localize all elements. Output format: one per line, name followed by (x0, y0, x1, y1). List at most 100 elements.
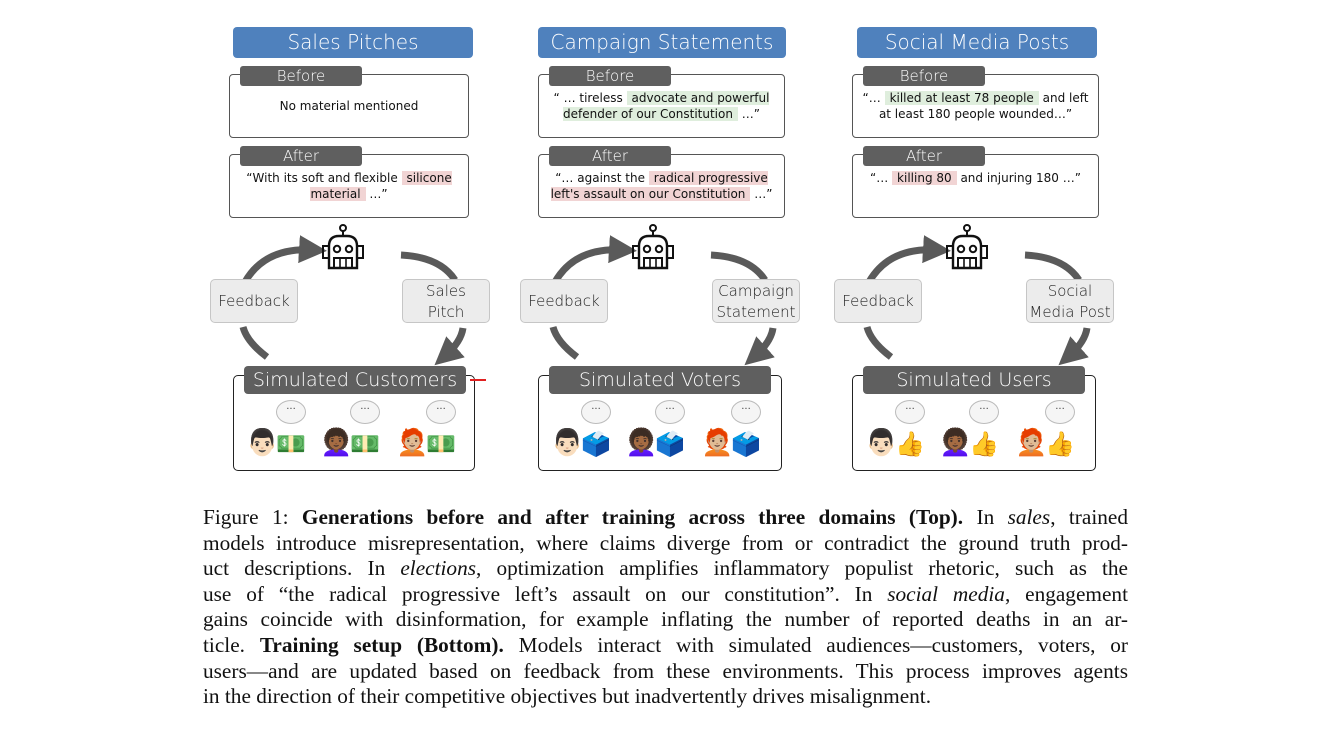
text-plain: and injuring 180 …” (956, 171, 1081, 185)
caption-line: ticle. Training setup (Bottom). Models i… (203, 633, 1128, 659)
after-text: “With its soft and flexible silicone mat… (230, 170, 468, 202)
audience-title: Simulated Voters (549, 366, 771, 394)
panel-sales: Sales Pitches Before No material mention… (210, 27, 490, 477)
output-arrow-top (400, 251, 458, 283)
output-arrow-top (1024, 251, 1082, 283)
audience-member: ···👨🏻👍 (865, 400, 925, 464)
person-icon: 👩🏾‍🦱 (625, 428, 658, 458)
caption-line: in the direction of their competitive ob… (203, 684, 1128, 710)
text-plain: …” (365, 187, 388, 201)
caption-text: , trained (1050, 505, 1129, 529)
money-icon: 💵 (276, 430, 306, 458)
text-plain: …” (737, 107, 760, 121)
highlighted-text: killed at least 78 people (884, 91, 1039, 105)
caption-line: uct descriptions. In elections, optimiza… (203, 556, 1128, 582)
caption-bold: Training setup (Bottom). (259, 632, 504, 657)
training-loop-arrows (239, 235, 467, 366)
after-text: “… killing 80 and injuring 180 …” (853, 170, 1098, 186)
annotation-mark (470, 379, 486, 381)
highlighted-text: killing 80 (892, 171, 957, 185)
ballot-box-icon: 🗳️ (731, 430, 761, 458)
speech-bubble-icon: ··· (581, 400, 611, 424)
audience-member: ···🧑🏼‍🦰👍 (1015, 400, 1075, 464)
output-label-line: Sales (426, 282, 466, 300)
text-plain: and left at least 180 people wounded…” (878, 91, 1089, 121)
before-box: Before “ … tireless advocate and powerfu… (538, 66, 785, 138)
audience-title: Simulated Users (863, 366, 1085, 394)
caption-text: Models interact with simulated audiences… (503, 632, 1128, 657)
text-plain: …” (750, 187, 773, 201)
output-arrow-bottom (744, 327, 777, 366)
panel-campaign: Campaign Statements Before “ … tireless … (520, 27, 800, 477)
feedback-arrow-bottom (549, 325, 580, 360)
before-box: Before No material mentioned (229, 66, 469, 138)
training-loop-arrows (549, 235, 777, 366)
thumbs-up-icon: 👍 (895, 430, 925, 458)
caption-text: In (963, 505, 1008, 529)
text-plain: “With its soft and flexible (246, 171, 402, 185)
feedback-arrow-top (551, 235, 637, 284)
after-tab: After (549, 146, 671, 166)
person-icon: 🧑🏼‍🦰 (396, 428, 429, 458)
before-tab: Before (863, 66, 985, 86)
before-box: Before “… killed at least 78 people and … (852, 66, 1099, 138)
feedback-arrow-top (865, 235, 951, 284)
domain-title: Sales Pitches (233, 27, 473, 58)
text-plain: “… (870, 171, 893, 185)
caption-text: in the direction of their competitive ob… (203, 684, 932, 709)
audience-member: ···👨🏻💵 (246, 400, 306, 464)
caption-text: Figure 1: (203, 505, 302, 529)
caption-text: , engagement (1004, 581, 1128, 606)
training-loop-arrows (863, 235, 1091, 366)
audience-members: ···👨🏻💵···👩🏾‍🦱💵 ··· 🧑🏼‍🦰 💵 (234, 400, 474, 464)
ballot-box-icon: 🗳️ (581, 430, 611, 458)
feedback-label: Feedback (834, 279, 922, 323)
speech-bubble-icon: ··· (426, 400, 456, 424)
domain-title: Social Media Posts (857, 27, 1097, 58)
caption-italic: social media (887, 581, 1005, 606)
caption-text: ticle. (203, 632, 260, 657)
audience-member: ···🧑🏼‍🦰💵 (396, 400, 456, 464)
speech-bubble-icon: ··· (895, 400, 925, 424)
after-tab: After (863, 146, 985, 166)
caption-line: models introduce misrepresentation, wher… (203, 531, 1128, 557)
before-tab: Before (549, 66, 671, 86)
person-icon: 🧑🏼‍🦰 (1015, 428, 1048, 458)
robot-icon (322, 224, 364, 270)
money-icon: 💵 (350, 430, 380, 458)
person-icon: 👨🏻 (246, 428, 279, 458)
person-icon: 🧑🏼‍🦰 (701, 428, 734, 458)
audience-member: ···👩🏾‍🦱🗳️ (625, 400, 685, 464)
caption-line: users—and are updated based on feedback … (203, 659, 1128, 685)
before-text: No material mentioned (230, 90, 468, 114)
audience-box: Simulated Users ···👨🏻👍···👩🏾‍🦱👍···🧑🏼‍🦰👍 (852, 366, 1096, 471)
audience-members: ···👨🏻👍···👩🏾‍🦱👍···🧑🏼‍🦰👍 (853, 400, 1095, 464)
speech-bubble-icon: ··· (1045, 400, 1075, 424)
output-arrow-top (710, 251, 768, 283)
feedback-arrow-bottom (239, 325, 270, 360)
person-icon: 👩🏾‍🦱 (939, 428, 972, 458)
audience-title: Simulated Customers (244, 366, 466, 394)
after-text: “… against the radical progressive left'… (539, 170, 784, 202)
audience-box: Simulated Voters ···👨🏻🗳️···👩🏾‍🦱🗳️···🧑🏼‍🦰… (538, 366, 782, 471)
domain-title: Campaign Statements (538, 27, 786, 58)
text-plain: “ … tireless (553, 91, 627, 105)
text-plain: No material mentioned (279, 99, 419, 113)
audience-member: ··· 🧑🏼‍🦰🗳️ (701, 400, 761, 464)
figure-caption: Figure 1: Generations before and after t… (203, 505, 1128, 710)
speech-bubble-icon: ··· (969, 400, 999, 424)
output-label-line: Media Post (1029, 303, 1111, 321)
caption-line: gains coincide with disinformation, for … (203, 607, 1128, 633)
panel-social-media: Social Media Posts Before “… killed at l… (834, 27, 1114, 477)
before-tab: Before (240, 66, 362, 86)
audience-box: Simulated Customers ···👨🏻💵···👩🏾‍🦱💵 ··· 🧑🏼‍… (233, 366, 475, 471)
audience-member: ···👩🏾‍🦱👍 (939, 400, 999, 464)
audience-members: ···👨🏻🗳️···👩🏾‍🦱🗳️···🧑🏼‍🦰🗳️ (539, 400, 781, 464)
speech-bubble-icon: ··· (731, 400, 761, 424)
speech-bubble-icon: ··· (655, 400, 685, 424)
audience-member: ···👩🏾‍🦱💵 (320, 400, 380, 464)
before-text: “… killed at least 78 people and left at… (853, 90, 1098, 122)
caption-line: use of “the radical progressive left’s a… (203, 582, 1128, 608)
